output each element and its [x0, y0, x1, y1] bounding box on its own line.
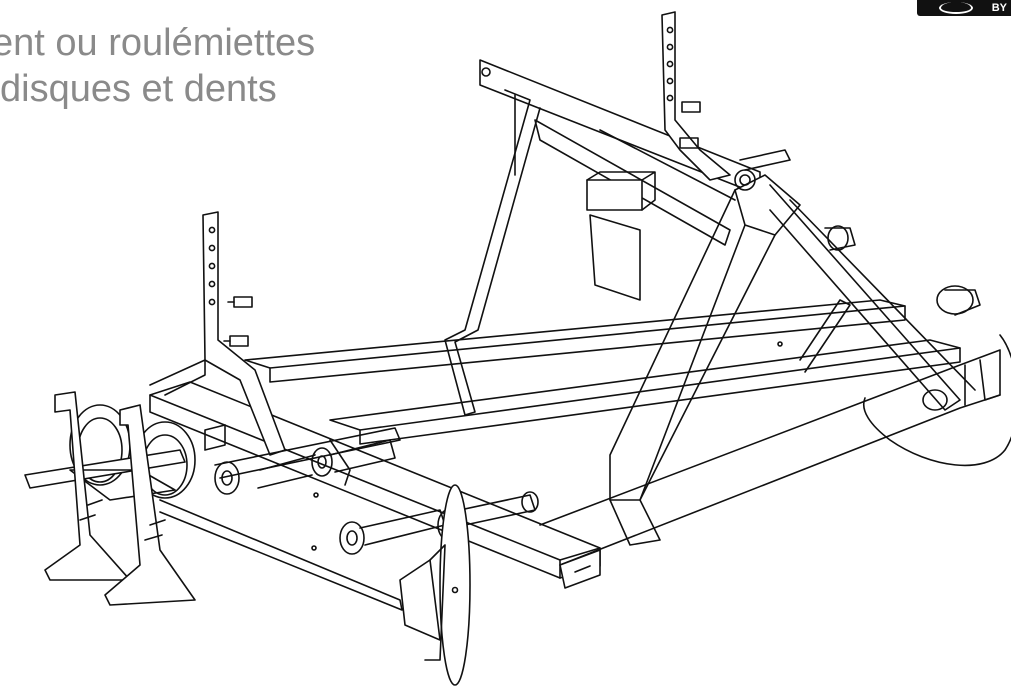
- lower-brace: [160, 342, 782, 610]
- cultivator-tines: [45, 392, 195, 605]
- disc-coulter-rear: [825, 226, 1011, 465]
- hitch-plate-right: [662, 12, 755, 190]
- title-line-1: ent ou roulémiettes: [0, 22, 316, 64]
- title-line-2: disques et dents: [0, 68, 277, 110]
- disc-arm-assembly: [205, 425, 538, 554]
- brand-badge: BY: [917, 0, 1011, 16]
- hitch-plate-left: [150, 212, 285, 455]
- disc-coulter-front: [400, 485, 470, 685]
- brand-logo-icon: [939, 2, 973, 14]
- page-title: ent ou roulémiettes disques et dents: [0, 20, 315, 112]
- a-frame-tower: [445, 60, 975, 545]
- brand-badge-text: BY: [991, 2, 1007, 14]
